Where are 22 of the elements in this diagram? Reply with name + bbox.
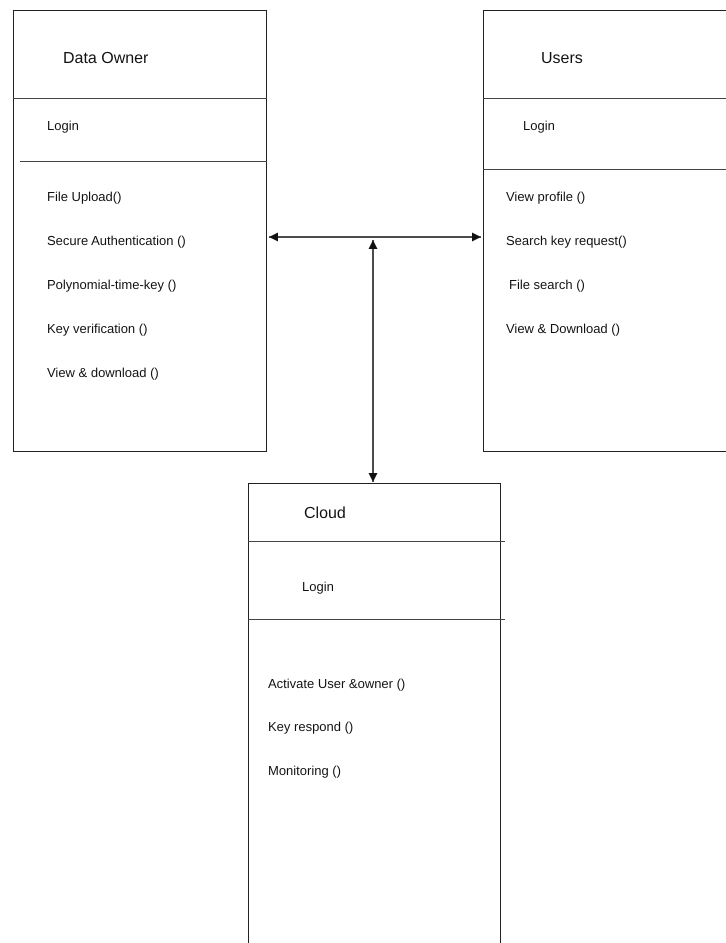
arrow bbox=[368, 240, 378, 482]
class-box bbox=[13, 10, 267, 452]
class-name: Data Owner bbox=[63, 51, 148, 67]
method-text: Key respond () bbox=[268, 719, 354, 735]
method-text: Activate User &owner () bbox=[268, 676, 406, 692]
attribute-text: Login bbox=[47, 118, 79, 134]
attribute-text: Login bbox=[523, 118, 555, 134]
method-text: View profile () bbox=[506, 189, 586, 205]
arrow bbox=[269, 232, 481, 242]
class-box bbox=[483, 10, 726, 452]
method-text: File search () bbox=[509, 277, 585, 293]
attribute-text: Login bbox=[302, 579, 334, 595]
method-text: Secure Authentication () bbox=[47, 233, 186, 249]
method-text: Key verification () bbox=[47, 321, 148, 337]
method-text: View & download () bbox=[47, 365, 159, 381]
method-text: Search key request() bbox=[506, 233, 627, 249]
method-text: View & Download () bbox=[506, 321, 620, 337]
method-text: File Upload() bbox=[47, 189, 122, 205]
method-text: Monitoring () bbox=[268, 763, 341, 779]
class-name: Cloud bbox=[304, 506, 346, 522]
class-name: Users bbox=[541, 51, 583, 67]
method-text: Polynomial-time-key () bbox=[47, 277, 176, 293]
